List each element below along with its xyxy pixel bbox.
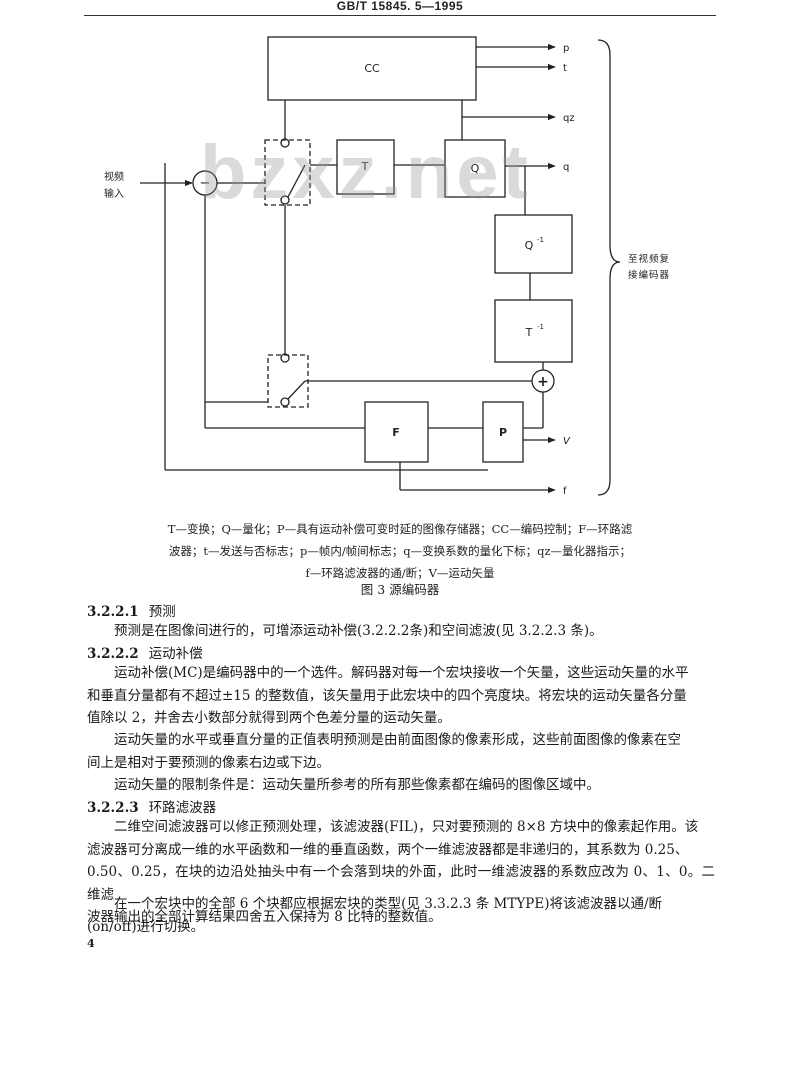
block-q-frame	[444, 139, 506, 198]
block-f-label: F	[392, 426, 400, 439]
header-rule	[84, 15, 716, 16]
section-heading-loop-filter: 3.2.2.3 环路滤波器	[87, 796, 216, 816]
site-watermark: bzxz.net	[200, 130, 532, 215]
paragraph-motion-vector-limit: 运动矢量的限制条件是：运动矢量所参考的所有那些像素都在编码的图像区域中。	[87, 774, 715, 797]
section-number: 3.2.2.2	[87, 646, 139, 662]
paragraph-line: 和垂直分量都有不超过±15 的整数值，该矢量用于此宏块中的四个亮度块。将宏块的运…	[87, 687, 687, 704]
paragraph-line: 运动补偿(MC)是编码器中的一个选件。解码器对每一个宏块接收一个矢量，这些运动矢…	[114, 665, 689, 681]
output-p-label: p	[563, 43, 569, 54]
figure-caption: 图 3 源编码器	[360, 582, 440, 597]
paragraph-line: 在一个宏块中的全部 6 个块都应根据宏块的类型(见 3.3.2.3 条 MTYP…	[114, 896, 663, 912]
running-header: GB/T 15845. 5—1995	[0, 0, 800, 18]
subtractor-symbol: −	[200, 176, 211, 191]
paragraph-line: 滤波器可分离成一维的水平函数和一维的垂直函数，两个一维滤波器都是非递归的，其系数…	[87, 841, 689, 858]
page-number: 4	[87, 937, 95, 950]
output-t-label: t	[563, 63, 567, 74]
block-t-label: T	[361, 160, 369, 173]
brace-label-2: 接编码器	[628, 269, 670, 281]
lower-switch-contact-bottom	[280, 397, 290, 407]
lower-switch-arm	[287, 380, 306, 400]
input-label-1: 视频	[104, 170, 124, 183]
figure-legend-line-2: 波器；t—发送与否标志；p—帧内/帧间标志；q—变换系数的量化下标；qz—量化器…	[168, 544, 632, 558]
paragraph-filter-switching: 在一个宏块中的全部 6 个块都应根据宏块的类型(见 3.3.2.3 条 MTYP…	[87, 893, 715, 938]
paragraph-loop-filter: 二维空间滤波器可以修正预测处理，该滤波器(FIL)，只对要预测的 8×8 方块中…	[87, 816, 715, 929]
paragraph-motion-vector-sign: 运动矢量的水平或垂直分量的正值表明预测是由前面图像的像素形成，这些前面图像的像素…	[87, 729, 715, 774]
paragraph-line: 预测是在图像间进行的，可增添运动补偿(3.2.2.2条)和空间滤波(见 3.2.…	[114, 623, 603, 639]
block-t-frame	[336, 139, 395, 195]
output-brace	[597, 39, 621, 496]
adder-symbol: +	[537, 374, 549, 390]
output-f-label: f	[563, 486, 567, 497]
paragraph-line: 间上是相对于要预测的像素右边或下边。	[87, 754, 330, 771]
block-cc-label: CC	[364, 62, 380, 75]
output-v-label: V	[563, 436, 571, 447]
paragraph-motion-compensation: 运动补偿(MC)是编码器中的一个选件。解码器对每一个宏块接收一个矢量，这些运动矢…	[87, 662, 715, 730]
output-qz-label: qz	[563, 113, 575, 124]
section-heading-prediction: 3.2.2.1 预测	[87, 600, 176, 620]
upper-switch-frame	[264, 139, 311, 206]
section-title: 运动补偿	[148, 646, 203, 662]
figure-legend-line-3: f—环路滤波器的通/断；V—运动矢量	[305, 566, 495, 580]
upper-switch-arm	[287, 164, 306, 198]
block-tinv-superscript: -1	[537, 323, 544, 331]
block-tinv-label: T	[525, 326, 533, 339]
paragraph-line: 二维空间滤波器可以修正预测处理，该滤波器(FIL)，只对要预测的 8×8 方块中…	[114, 819, 699, 835]
paragraph-line: 波器输出的全部计算结果四舍五入保持为 8 比特的整数值。	[87, 909, 442, 925]
block-q-label: Q	[471, 162, 480, 175]
block-p-frame	[482, 401, 524, 463]
block-cc-frame	[267, 36, 477, 101]
brace-label-1: 至视频复	[628, 253, 670, 265]
paragraph-line: 值除以 2，并舍去小数部分就得到两个色差分量的运动矢量。	[87, 710, 451, 726]
section-heading-motion-compensation: 3.2.2.2 运动补偿	[87, 642, 203, 662]
section-number: 3.2.2.3	[87, 800, 139, 816]
block-qinv-frame	[494, 214, 573, 274]
section-number: 3.2.2.1	[87, 604, 139, 620]
paragraph-line: (on/off)进行切换。	[87, 918, 205, 935]
block-qinv-superscript: -1	[537, 236, 544, 244]
standard-number: GB/T 15845. 5—1995	[336, 0, 464, 13]
input-label-2: 输入	[104, 187, 124, 200]
paragraph-line: 运动矢量的限制条件是：运动矢量所参考的所有那些像素都在编码的图像区域中。	[114, 777, 600, 793]
paragraph-line: 运动矢量的水平或垂直分量的正值表明预测是由前面图像的像素形成，这些前面图像的像素…	[114, 732, 681, 748]
figure-legend-line-1: T—变换；Q—量化；P—具有运动补偿可变时延的图像存储器；CC—编码控制；F—环…	[167, 522, 633, 536]
block-p-label: P	[499, 426, 507, 439]
source-coder-diagram: 视频 输入 − + CC T Q Q -1 T -1 F P p t qz q …	[104, 36, 670, 497]
output-q-label: q	[563, 162, 569, 173]
paragraph-prediction: 预测是在图像间进行的，可增添运动补偿(3.2.2.2条)和空间滤波(见 3.2.…	[87, 620, 715, 643]
section-title: 环路滤波器	[148, 800, 217, 816]
block-tinv-frame	[494, 299, 573, 363]
block-qinv-label: Q	[525, 239, 534, 252]
paragraph-line: 0.50、0.25，在块的边沿处抽头中有一个会落到块的外面，此时一维滤波器的系数…	[87, 864, 715, 903]
block-f-frame	[364, 401, 429, 463]
upper-switch-contact-bottom	[280, 195, 290, 205]
section-title: 预测	[148, 604, 176, 620]
